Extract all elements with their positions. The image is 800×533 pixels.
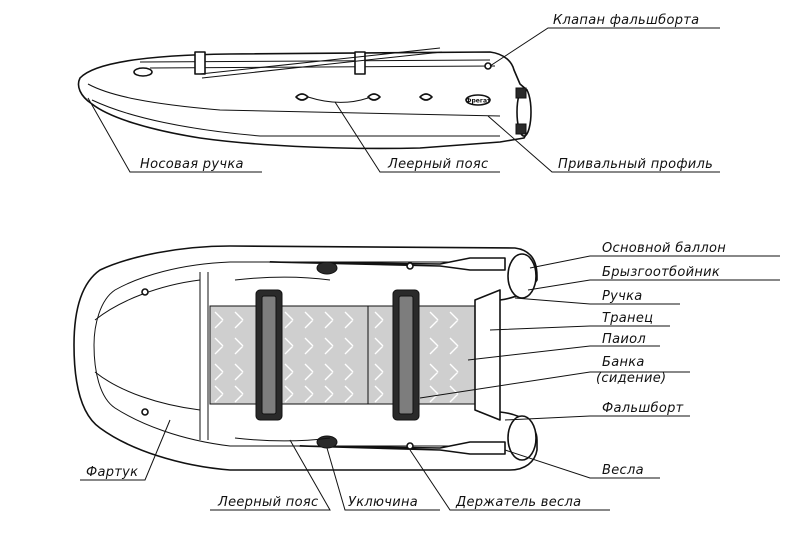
side-keel-line [91, 99, 500, 137]
side-stern-dark [515, 87, 527, 99]
oar-bottom [299, 441, 506, 455]
side-bench-2 [354, 51, 366, 75]
label-bench-2: (сидение) [596, 371, 666, 386]
label-valve: Клапан фальшборта [553, 13, 699, 28]
floor-panel [209, 305, 476, 405]
side-lifeline-loop-3 [419, 93, 433, 101]
leader-handle [514, 297, 680, 305]
label-splash-guard: Брызгоотбойник [602, 265, 720, 280]
label-bow-handle: Носовая ручка [140, 157, 244, 172]
label-lifeline-side: Леерный пояс [387, 157, 488, 172]
oar-holder-top [406, 262, 414, 270]
side-view: Фрегат [77, 47, 532, 150]
side-rail-2 [149, 65, 496, 69]
oarlock-bottom [316, 435, 338, 449]
top-hull-inner [93, 261, 500, 447]
label-lifeline-top: Леерный пояс [217, 495, 318, 510]
leader-floor [467, 345, 660, 361]
leader-bench [419, 371, 690, 399]
side-lifeline-loop-2 [367, 93, 381, 101]
leader-bulwark [504, 415, 690, 421]
top-lifeline-rope [234, 276, 331, 281]
leader-oarlock [326, 447, 440, 511]
oar-holder-bottom [406, 442, 414, 450]
transom [474, 289, 501, 421]
brand-logo-text: Фрегат [466, 98, 491, 105]
top-lifeline-rope-2 [234, 437, 331, 442]
leader-oars [504, 449, 660, 479]
side-valve [484, 62, 492, 70]
leader-transom [489, 325, 670, 331]
stern-cap-bottom [507, 415, 537, 461]
apron-shape [94, 279, 201, 411]
label-main-tube: Основной баллон [602, 241, 726, 256]
side-lifeline-rope [307, 96, 369, 103]
oar-top [269, 257, 506, 271]
leader-valve [489, 27, 720, 67]
label-bench-1: Банка [602, 355, 645, 370]
bow-loop-2 [141, 408, 149, 416]
brand-logo [465, 94, 491, 106]
floor-weave [214, 311, 459, 403]
side-lifeline-loop-1 [295, 93, 309, 101]
label-floor: Паиол [602, 332, 646, 347]
side-stern-dark-2 [515, 123, 527, 135]
side-bow-handle [133, 67, 153, 77]
side-bench-1 [194, 51, 206, 75]
leader-bow-handle [87, 97, 262, 173]
leader-splash-guard [527, 279, 780, 291]
label-rub-strake: Привальный профиль [558, 157, 713, 172]
leader-main-tube [529, 255, 780, 269]
label-oars: Весла [602, 463, 644, 478]
leader-lifeline-top [210, 439, 331, 511]
bench-1-inner [261, 295, 277, 415]
label-oarlock: Уключина [348, 495, 418, 510]
leader-oar-holder [409, 449, 610, 511]
oarlock-top [316, 261, 338, 275]
leader-apron [80, 419, 171, 481]
leader-rub-strake [487, 115, 720, 173]
bench-2-inner [398, 295, 414, 415]
side-tube-line [87, 83, 501, 117]
side-oar-2 [201, 51, 443, 79]
label-oar-holder: Держатель весла [455, 495, 581, 510]
label-handle: Ручка [602, 289, 643, 304]
label-apron: Фартук [86, 465, 138, 480]
leader-lifeline-side [334, 101, 500, 173]
side-oar [199, 47, 441, 75]
stern-cap-top [507, 253, 537, 299]
top-view [73, 245, 538, 471]
label-transom: Транец [602, 311, 653, 326]
bow-loop [141, 288, 149, 296]
label-bulwark: Фальшборт [602, 401, 684, 416]
